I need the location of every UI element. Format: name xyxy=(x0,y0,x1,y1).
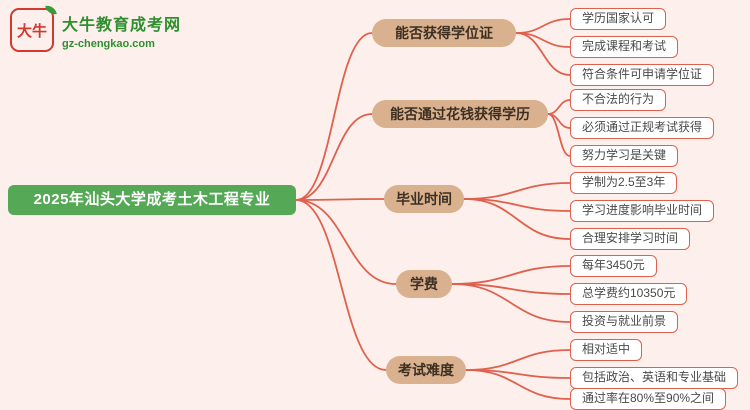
logo-seal-icon: 大牛 xyxy=(10,4,57,52)
leaf-node: 包括政治、英语和专业基础 xyxy=(570,367,739,389)
leaf-node: 每年3450元 xyxy=(570,255,657,277)
leaf-node: 学制为2.5至3年 xyxy=(570,172,678,194)
site-domain: gz-chengkao.com xyxy=(62,37,155,50)
leaf-node: 不合法的行为 xyxy=(570,89,667,111)
root-node: 2025年汕头大学成考土木工程专业 xyxy=(8,185,296,215)
logo-text-block: 大牛教育成考网 gz-chengkao.com xyxy=(62,11,181,50)
leaf-node: 相对适中 xyxy=(570,339,643,361)
logo-badge-text: 大牛 xyxy=(16,22,47,40)
branch-node-exam-difficulty: 考试难度 xyxy=(386,356,466,384)
branch-node-tuition: 学费 xyxy=(396,270,452,298)
leaf-node: 努力学习是关键 xyxy=(570,145,679,167)
leaf-node: 必须通过正规考试获得 xyxy=(570,117,715,139)
site-name: 大牛教育成考网 xyxy=(62,16,182,34)
leaf-node: 符合条件可申请学位证 xyxy=(570,64,715,86)
leaf-node: 学习进度影响毕业时间 xyxy=(570,200,715,222)
branch-node-buy-diploma: 能否通过花钱获得学历 xyxy=(372,100,548,128)
leaf-node: 完成课程和考试 xyxy=(570,36,679,58)
leaf-node: 学历国家认可 xyxy=(570,8,667,30)
branch-node-degree-certificate: 能否获得学位证 xyxy=(372,19,516,47)
branch-node-graduation-time: 毕业时间 xyxy=(384,185,464,213)
site-logo: 大牛 大牛教育成考网 gz-chengkao.com xyxy=(10,4,181,52)
leaf-node: 合理安排学习时间 xyxy=(570,228,691,250)
leaf-node: 总学费约10350元 xyxy=(570,283,688,305)
leaf-node: 通过率在80%至90%之间 xyxy=(570,388,727,410)
leaf-node: 投资与就业前景 xyxy=(570,311,679,333)
